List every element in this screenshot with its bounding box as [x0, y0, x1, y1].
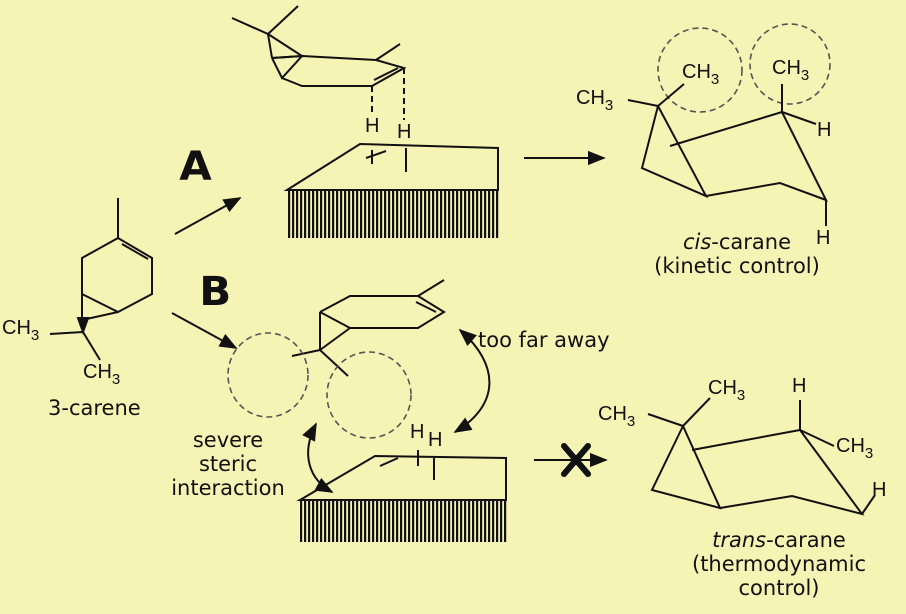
surface-a-hydrogen-1: H — [365, 115, 380, 137]
cis-carane-structure — [627, 83, 829, 226]
trans-methyl-2: CH3 — [708, 377, 746, 404]
trans-hydrogen-2: H — [872, 479, 887, 501]
catalyst-surface-b — [296, 450, 508, 542]
cis-carane-caption: cis-carane (kinetic control) — [654, 230, 820, 279]
trans-methyl-3: CH3 — [836, 435, 874, 462]
surface-b-hydrogen-2: H — [428, 429, 443, 451]
path-a-label: A — [179, 144, 212, 190]
trans-carane-caption: trans-carane (thermodynamic control) — [692, 528, 866, 601]
trans-hydrogen-1: H — [792, 375, 807, 397]
steric-dashed-circles — [227, 23, 831, 439]
arrow-right-icon — [171, 312, 238, 349]
too-far-away-note: too far away — [478, 328, 610, 352]
trans-carane-structure — [647, 397, 876, 516]
surface-a-hydrogen-2: H — [397, 121, 412, 143]
cross-icon — [561, 443, 591, 477]
steric-interaction-note: severe steric interaction — [171, 428, 285, 501]
reactant-methyl-2: CH3 — [83, 361, 121, 388]
cis-methyl-3: CH3 — [772, 57, 810, 84]
catalyst-surface-a — [283, 142, 500, 238]
reaction-arrows — [171, 150, 608, 468]
alkene-over-surface-a — [231, 5, 407, 120]
reactant-name: 3-carene — [48, 396, 141, 420]
trans-methyl-1: CH3 — [598, 403, 636, 430]
cis-methyl-1: CH3 — [576, 87, 614, 114]
double-headed-curved-arrow-icon — [302, 328, 491, 493]
reactant-methyl-1: CH3 — [2, 317, 40, 344]
cis-methyl-2: CH3 — [682, 61, 720, 88]
arrow-right-icon — [174, 197, 242, 235]
cis-hydrogen-2: H — [816, 227, 831, 249]
surface-b-hydrogen-1: H — [410, 421, 425, 443]
path-b-label: B — [199, 269, 232, 315]
cis-hydrogen-1: H — [817, 119, 832, 141]
alkene-over-surface-b — [291, 279, 446, 377]
carene-structure — [49, 198, 153, 361]
